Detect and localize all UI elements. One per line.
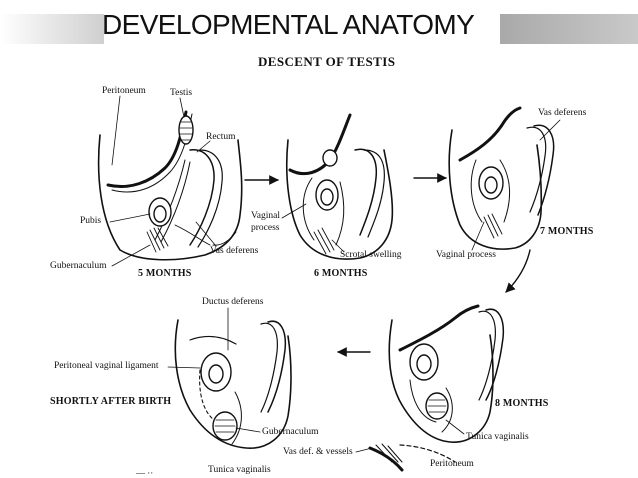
label-tunica-vaginalis-right: Tunica vaginalis xyxy=(466,432,529,442)
vas-vessels-hatch xyxy=(368,443,456,472)
label-tunica-vaginalis-bottom: Tunica vaginalis xyxy=(208,465,271,475)
clipped-label-fragment: — ·· xyxy=(135,468,153,478)
stage-5-months-drawing xyxy=(97,110,243,261)
arrow-7-to-8 xyxy=(505,249,531,293)
label-peritoneal-vaginal-ligament: Peritoneal vaginal ligament xyxy=(54,361,159,371)
stage-7-months-drawing xyxy=(448,106,555,250)
title-band-left xyxy=(0,14,104,44)
stage-caption-5-months: 5 MONTHS xyxy=(138,268,192,279)
label-peritoneum-top: Peritoneum xyxy=(102,86,146,96)
label-testis: Testis xyxy=(170,88,193,98)
label-vas-def-vessels: Vas def. & vessels xyxy=(283,447,353,457)
title-band-right xyxy=(500,14,638,44)
label-rectum: Rectum xyxy=(206,132,236,142)
label-ductus-deferens: Ductus deferens xyxy=(202,297,264,307)
stage-caption-8-months: 8 MONTHS xyxy=(495,398,549,409)
stage-6-months-drawing xyxy=(285,113,394,260)
label-gubernaculum-top: Gubernaculum xyxy=(50,261,107,271)
title-bar: DEVELOPMENTAL ANATOMY xyxy=(0,0,638,46)
label-gubernaculum-bottom: Gubernaculum xyxy=(262,427,319,437)
label-vas-deferens-stage1: Vas deferens xyxy=(210,246,259,256)
stage-caption-7-months: 7 MONTHS xyxy=(540,226,594,237)
diagram-subtitle: DESCENT OF TESTIS xyxy=(258,54,396,69)
label-vaginal: Vaginal xyxy=(251,211,281,221)
label-vas-deferens-stage3: Vas deferens xyxy=(538,108,587,118)
stage-caption-after-birth: SHORTLY AFTER BIRTH xyxy=(50,396,172,407)
label-scrotal-swelling: Scrotal swelling xyxy=(340,250,402,260)
leader-lines xyxy=(109,95,561,453)
label-process: process xyxy=(251,223,280,233)
label-peritoneum-bottom: Peritoneum xyxy=(430,459,474,469)
label-pubis: Pubis xyxy=(80,216,102,226)
stage-after-birth-drawing xyxy=(174,319,292,449)
stage-8-months-drawing xyxy=(388,304,505,443)
label-vaginal-process: Vaginal process xyxy=(436,250,496,260)
page-title: DEVELOPMENTAL ANATOMY xyxy=(102,9,475,40)
stage-caption-6-months: 6 MONTHS xyxy=(314,268,368,279)
